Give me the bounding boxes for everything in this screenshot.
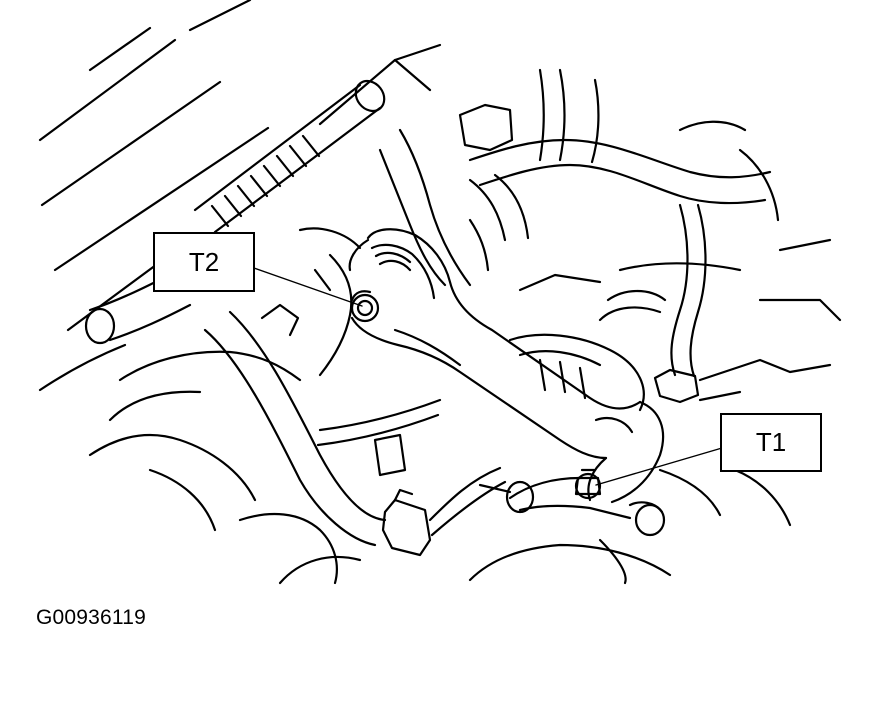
bracket-lower-end bbox=[505, 476, 666, 537]
torque-rod bbox=[348, 228, 665, 504]
leader-line-t1 bbox=[595, 447, 723, 486]
figure-id-caption: G00936119 bbox=[36, 606, 147, 629]
bolt-t2 bbox=[350, 290, 380, 323]
ribbed-hose bbox=[193, 43, 442, 234]
right-side-structure bbox=[468, 238, 842, 585]
bracket-housing bbox=[298, 128, 472, 377]
background-hatching bbox=[38, 0, 270, 332]
connector-plug bbox=[316, 398, 512, 557]
engine-body-left bbox=[88, 350, 362, 585]
upper-right-hoses bbox=[458, 68, 780, 378]
lower-left-hose bbox=[203, 303, 387, 547]
bolt-t1 bbox=[574, 468, 602, 500]
starter-motor bbox=[508, 290, 700, 412]
left-pipe bbox=[38, 270, 192, 392]
callout-t1-label: T1 bbox=[720, 413, 822, 472]
leader-line-t2 bbox=[253, 267, 363, 307]
leader-lines bbox=[253, 267, 723, 486]
callout-t2-label: T2 bbox=[153, 232, 255, 292]
